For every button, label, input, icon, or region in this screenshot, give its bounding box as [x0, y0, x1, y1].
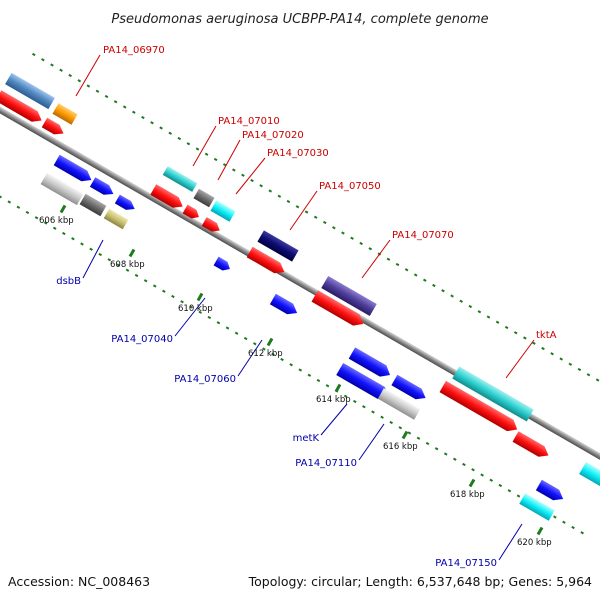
kbp-label-616: 616 kbp: [383, 442, 418, 452]
gene-feature-block[interactable]: [0, 90, 45, 125]
gene-feature-block[interactable]: [452, 366, 534, 422]
gene-label-dsbb[interactable]: dsbB: [56, 276, 81, 287]
callout-line: [361, 239, 391, 279]
gene-feature-block[interactable]: [193, 188, 215, 208]
gene-label-pa14-07020[interactable]: PA14_07020: [242, 130, 304, 141]
gene-feature-block[interactable]: [150, 184, 185, 211]
gene-feature-block[interactable]: [53, 154, 95, 185]
kbp-label-620: 620 kbp: [517, 538, 552, 548]
callout-line: [358, 423, 385, 461]
kbp-tick-marks: [59, 204, 544, 536]
callout-line: [505, 339, 535, 379]
gene-feature-block[interactable]: [348, 347, 394, 380]
kbp-label-608: 608 kbp: [110, 260, 145, 270]
kbp-label-610: 610 kbp: [178, 304, 213, 314]
gene-feature-block[interactable]: [52, 103, 78, 125]
gene-feature-block[interactable]: [182, 204, 202, 222]
gene-feature-block[interactable]: [512, 431, 552, 460]
gene-feature-block[interactable]: [535, 479, 566, 504]
gene-feature-block[interactable]: [519, 493, 555, 521]
gene-label-pa14-07150[interactable]: PA14_07150: [435, 558, 497, 569]
gene-label-pa14-07010[interactable]: PA14_07010: [218, 116, 280, 127]
gene-feature-block[interactable]: [246, 246, 288, 277]
callout-line: [320, 403, 348, 436]
gene-feature-block[interactable]: [103, 208, 129, 230]
kbp-label-618: 618 kbp: [450, 490, 485, 500]
gene-label-pa14-07050[interactable]: PA14_07050: [319, 181, 381, 192]
gene-feature-block[interactable]: [377, 388, 421, 420]
gene-feature-block[interactable]: [579, 461, 600, 487]
callout-lines: [75, 54, 535, 561]
gene-label-pa14-07030[interactable]: PA14_07030: [267, 148, 329, 159]
gene-feature-block[interactable]: [201, 217, 223, 235]
gene-feature-block[interactable]: [162, 166, 198, 192]
gene-feature-block[interactable]: [439, 380, 521, 435]
gene-label-tkta[interactable]: tktA: [536, 330, 557, 341]
gene-feature-block[interactable]: [41, 117, 67, 139]
callout-line: [237, 339, 263, 377]
gene-label-pa14-06970[interactable]: PA14_06970: [103, 45, 165, 56]
gene-features: [0, 72, 600, 521]
map-title: Pseudomonas aeruginosa UCBPP-PA14, compl…: [111, 12, 488, 27]
callout-line: [192, 125, 217, 167]
gene-feature-block[interactable]: [114, 194, 137, 214]
gene-feature-block[interactable]: [311, 290, 367, 329]
gene-feature-block[interactable]: [79, 193, 107, 217]
callout-line: [217, 139, 241, 181]
gene-label-pa14-07040[interactable]: PA14_07040: [111, 334, 173, 345]
kbp-label-606: 606 kbp: [39, 216, 74, 226]
topology-text: Topology: circular; Length: 6,537,648 bp…: [248, 574, 592, 589]
gene-label-metk[interactable]: metK: [293, 433, 320, 444]
gene-feature-block[interactable]: [5, 72, 55, 110]
gene-feature-block[interactable]: [336, 362, 391, 403]
gene-feature-block[interactable]: [89, 177, 116, 199]
gene-feature-block[interactable]: [213, 256, 233, 274]
gene-feature-block[interactable]: [269, 293, 300, 318]
kbp-label-614: 614 kbp: [316, 395, 351, 405]
accession-text: Accession: NC_008463: [8, 574, 150, 589]
callout-line: [174, 297, 206, 337]
gene-feature-block[interactable]: [321, 275, 377, 317]
callout-line: [235, 157, 266, 195]
gene-feature-block[interactable]: [40, 172, 84, 206]
callout-line: [75, 54, 101, 97]
kbp-label-612: 612 kbp: [248, 349, 283, 359]
gene-label-pa14-07110[interactable]: PA14_07110: [295, 458, 357, 469]
gene-label-pa14-07070[interactable]: PA14_07070: [392, 230, 454, 241]
gene-feature-block[interactable]: [391, 374, 428, 403]
callout-line: [82, 239, 104, 279]
gene-feature-block[interactable]: [257, 230, 299, 262]
gene-feature-block[interactable]: [210, 200, 236, 222]
callout-line: [498, 523, 523, 561]
gene-label-pa14-07060[interactable]: PA14_07060: [174, 374, 236, 385]
callout-line: [289, 190, 318, 231]
